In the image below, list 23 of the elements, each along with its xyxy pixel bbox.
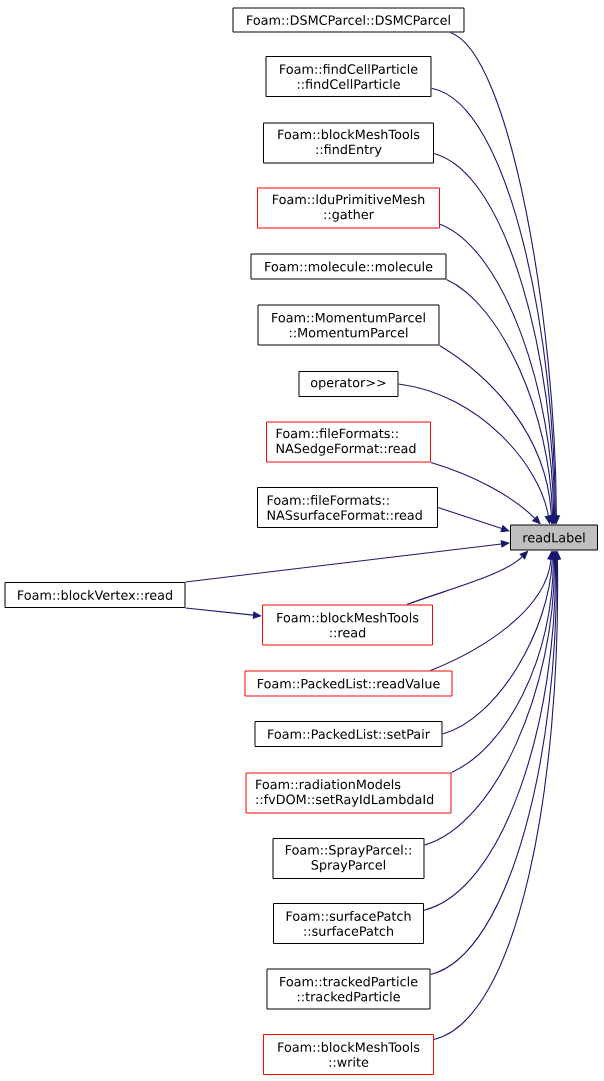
function-box: Foam::blockMeshTools ::findEntry [263,122,434,164]
function-box: Foam::findCellParticle ::findCellParticle [265,56,432,97]
arrow [437,506,510,533]
function-box: readLabel [510,524,598,551]
arrow [184,540,510,583]
arrow [184,607,262,619]
function-box: operator>> [298,371,399,397]
function-box: Foam::lduPrimitiveMesh ::gather [257,187,440,229]
function-box: Foam::SprayParcel:: SprayParcel [272,838,425,879]
function-box: Foam::blockMeshTools ::write [263,1034,434,1075]
function-box: Foam::surfacePatch ::surfacePatch [273,903,424,944]
function-box: Foam::DSMCParcel::DSMCParcel [232,7,465,33]
function-box: Foam::blockMeshTools ::read [262,604,433,646]
function-box: Foam::blockVertex::read [4,582,186,608]
function-box: Foam::fileFormats:: NASsurfaceFormat::read [257,487,438,528]
function-box: Foam::fileFormats:: NASedgeFormat::read [266,421,431,463]
function-box: Foam::MomentumParcel ::MomentumParcel [257,304,440,346]
arrow [430,461,541,525]
function-box: Foam::trackedParticle ::trackedParticle [266,968,431,1010]
function-box: Foam::molecule::molecule [250,253,447,280]
function-box: Foam::radiationModels ::fvDOM::setRayIdLambdaId [245,772,452,814]
function-box: Foam::PackedList::setPair [254,721,443,747]
function-box: Foam::PackedList::readValue [244,670,453,697]
